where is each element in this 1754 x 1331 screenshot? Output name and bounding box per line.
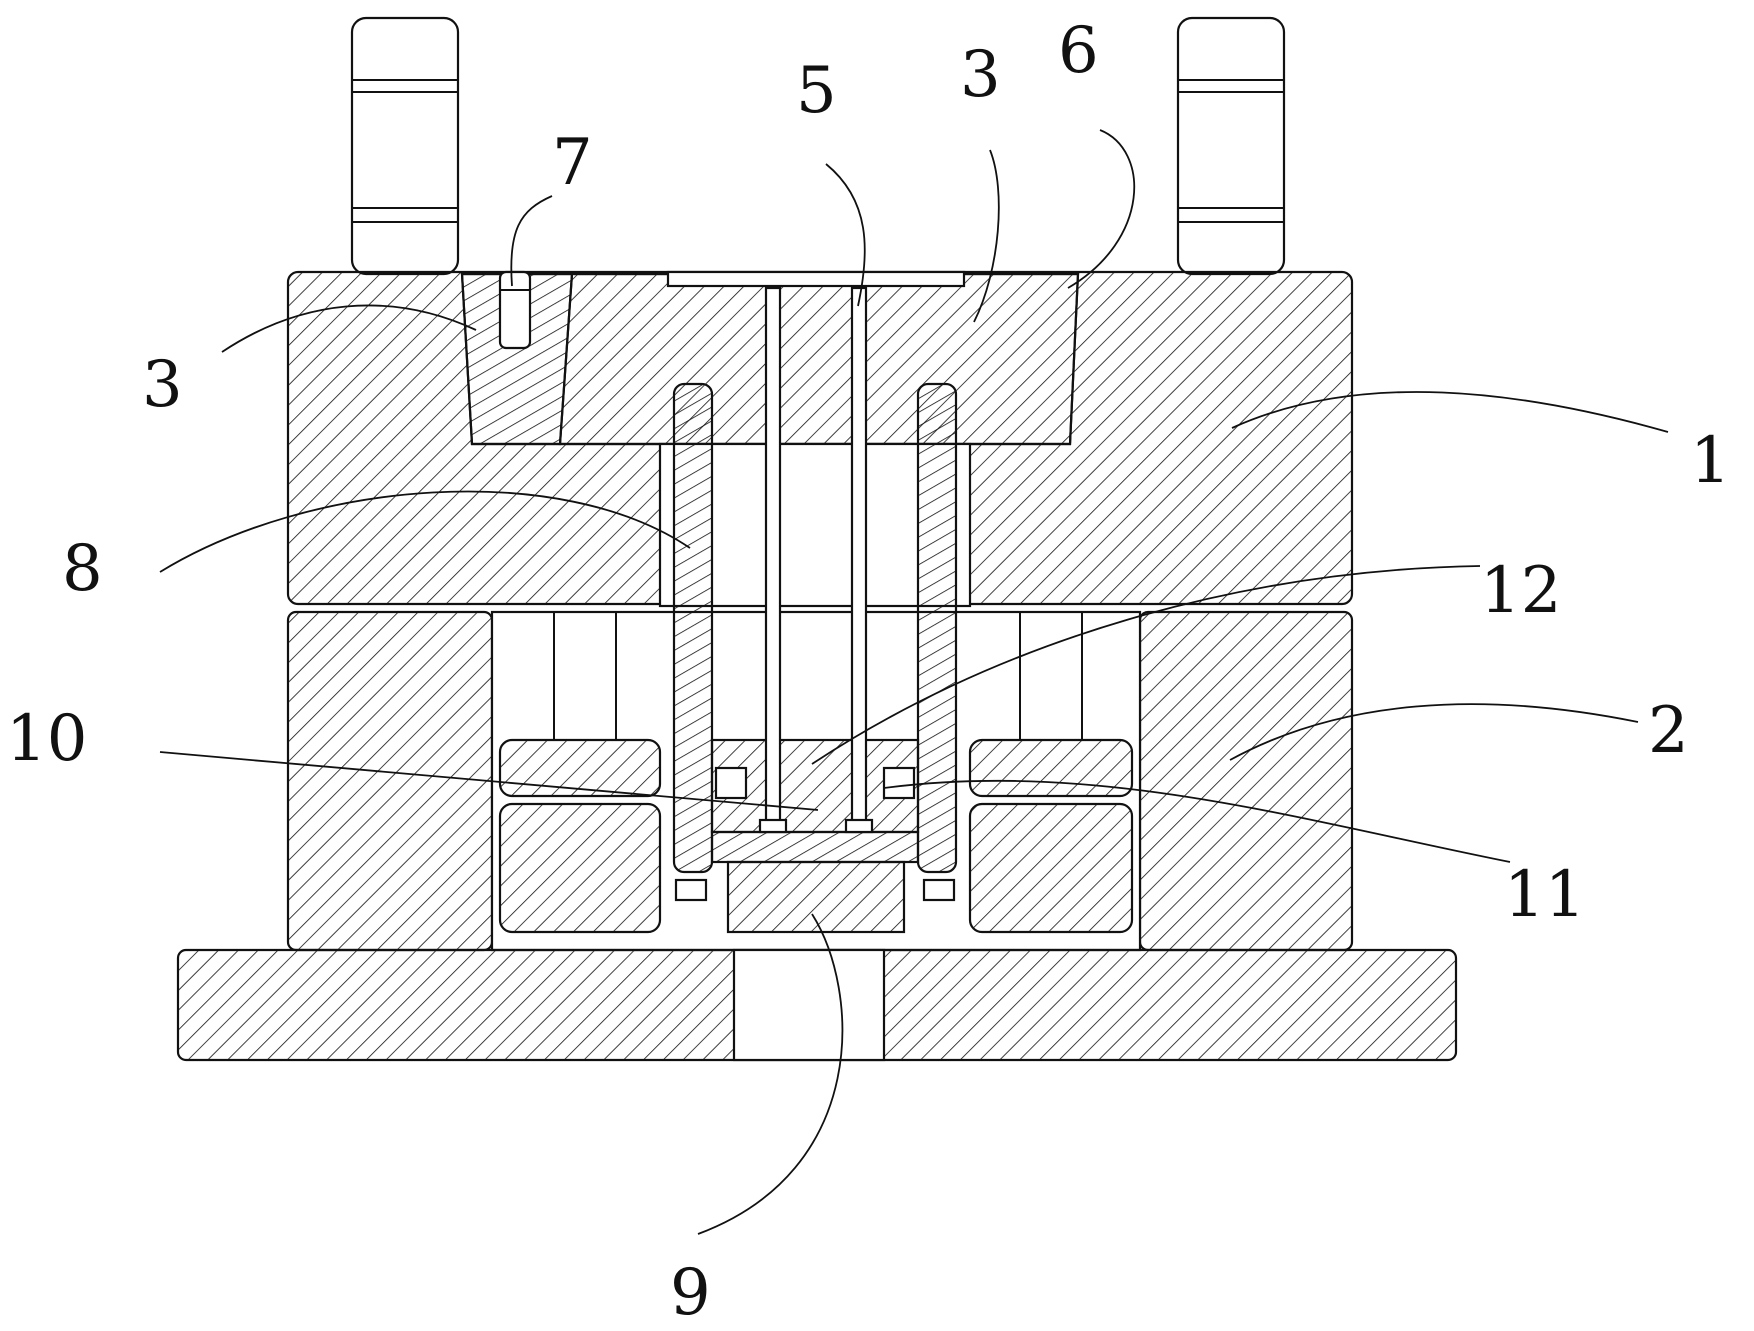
label-8: 8 [62, 532, 103, 606]
leader-10 [159, 751, 819, 811]
ejector-retainer-left [498, 738, 662, 798]
leader-6 [1067, 129, 1136, 289]
label-10: 10 [6, 702, 87, 776]
leader-3b [973, 149, 1000, 323]
screw [498, 270, 532, 350]
leader-8 [159, 490, 691, 573]
main-insert [558, 272, 1080, 446]
label-2: 2 [1648, 694, 1689, 768]
top-shallow-recess [666, 270, 966, 288]
core-plate [710, 830, 920, 864]
leader-12 [811, 565, 1481, 765]
ejector-pin-right [844, 286, 874, 834]
label-12: 12 [1480, 554, 1561, 628]
label-1: 1 [1690, 424, 1731, 498]
guide-sleeve-left [672, 382, 714, 874]
screw-head-left [674, 878, 708, 902]
guide-sleeve-right [916, 382, 958, 874]
lower-plate-right [1138, 610, 1354, 952]
ejector-plate-right [968, 802, 1134, 934]
leader-9 [697, 913, 844, 1235]
left-guide-pillar [350, 16, 460, 276]
ejector-plate-left [498, 802, 662, 934]
right-guide-pillar [1176, 16, 1286, 276]
small-block-right [882, 766, 916, 800]
label-7: 7 [552, 126, 593, 200]
leader-11 [883, 779, 1511, 863]
leader-3a [221, 304, 477, 353]
label-11: 11 [1504, 858, 1585, 932]
ejector-retainer-right [968, 738, 1134, 798]
label-9: 9 [670, 1256, 711, 1330]
lower-plate-left [286, 610, 494, 952]
label-5: 5 [796, 54, 837, 128]
leader-1 [1231, 391, 1669, 433]
label-3a: 3 [142, 348, 183, 422]
base-plate-hole [732, 948, 886, 1062]
small-block-left [714, 766, 748, 800]
label-3b: 3 [960, 38, 1001, 112]
screw-head-right [922, 878, 956, 902]
ejector-pin-left [758, 286, 788, 834]
leader-2 [1229, 703, 1639, 761]
label-6: 6 [1058, 14, 1099, 88]
leader-5 [825, 163, 866, 307]
leader-7 [510, 195, 553, 287]
